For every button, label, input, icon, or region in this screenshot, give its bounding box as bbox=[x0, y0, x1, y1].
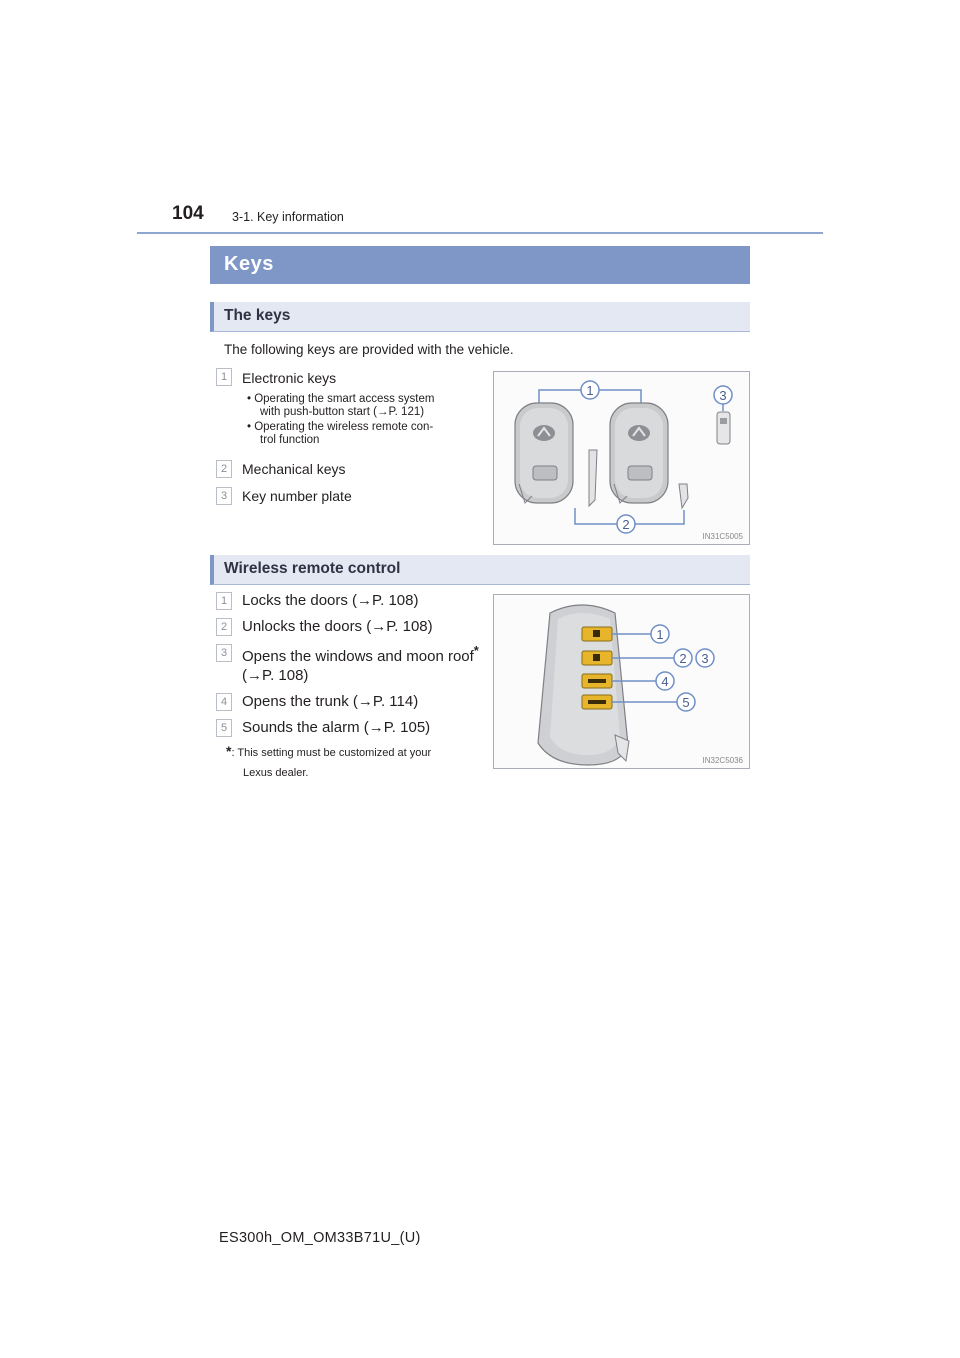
electronic-key-2-icon bbox=[609, 402, 689, 510]
intro-text: The following keys are provided with the… bbox=[224, 342, 514, 357]
list-item-label: Locks the doors (→P. 108) bbox=[242, 592, 419, 609]
page-title-bar: Keys bbox=[210, 246, 750, 284]
section-title: 3-1. Key information bbox=[232, 210, 344, 224]
callout-1: 1 bbox=[586, 383, 593, 398]
figure-code: IN31C5005 bbox=[702, 532, 743, 541]
bullet-line: with push-button start (→P. 121) bbox=[260, 406, 425, 418]
bullet-line: • Operating the smart access system bbox=[247, 393, 435, 405]
remote-key-fob-icon bbox=[537, 604, 630, 766]
keys-drawing: 1 3 2 bbox=[514, 380, 733, 534]
footnote: *: This setting must be customized at yo… bbox=[226, 742, 431, 762]
list-item-label: Mechanical keys bbox=[242, 461, 346, 477]
page-number: 104 bbox=[172, 203, 204, 224]
item-number: 1 bbox=[216, 592, 232, 610]
electronic-key-1-icon bbox=[514, 402, 598, 508]
callout-4: 4 bbox=[661, 674, 668, 689]
item-number: 2 bbox=[216, 460, 232, 478]
page-title: Keys bbox=[224, 253, 274, 275]
list-item-label: Key number plate bbox=[242, 488, 352, 504]
item-number: 5 bbox=[216, 719, 232, 737]
list-item-label: Opens the trunk (→P. 114) bbox=[242, 693, 419, 710]
list-item-label-cont: (→P. 108) bbox=[242, 667, 309, 684]
section-heading-text: The keys bbox=[224, 307, 291, 324]
list-item-label: Unlocks the doors (→P. 108) bbox=[242, 618, 433, 635]
footnote-line-2: Lexus dealer. bbox=[243, 767, 309, 779]
callout-1: 1 bbox=[656, 627, 663, 642]
section-heading-keys: The keys bbox=[210, 302, 750, 332]
section-heading-text: Wireless remote control bbox=[224, 560, 401, 577]
footnote-star: * bbox=[226, 743, 232, 759]
key-number-plate-icon bbox=[716, 411, 731, 445]
footnote-line-1: : This setting must be customized at you… bbox=[231, 747, 432, 759]
list-item-label-with-star: Opens the windows and moon roof* bbox=[242, 644, 479, 665]
callout-2: 2 bbox=[679, 651, 686, 666]
item-number: 2 bbox=[216, 618, 232, 636]
callout-5: 5 bbox=[682, 695, 689, 710]
item-number: 3 bbox=[216, 644, 232, 662]
document-code-footer: ES300h_OM_OM33B71U_(U) bbox=[219, 1230, 421, 1246]
figure-code: IN32C5036 bbox=[702, 756, 743, 765]
list-item-label: Opens the windows and moon roof bbox=[242, 648, 474, 665]
list-item-label: Sounds the alarm (→P. 105) bbox=[242, 719, 431, 736]
callout-2: 2 bbox=[622, 517, 629, 532]
item-number: 1 bbox=[216, 368, 232, 386]
item-number: 3 bbox=[216, 487, 232, 505]
list-item-label: Electronic keys bbox=[242, 370, 337, 386]
remote-drawing: 1 2 3 4 5 bbox=[537, 604, 715, 766]
callout-3: 3 bbox=[719, 388, 726, 403]
keys-illustration: 1 3 2 bbox=[493, 371, 750, 545]
remote-illustration: 1 2 3 4 5 IN32C5036 bbox=[493, 594, 750, 769]
header-rule bbox=[137, 232, 823, 234]
item-number: 4 bbox=[216, 693, 232, 711]
bullet-line: • Operating the wireless remote con- bbox=[247, 421, 434, 433]
footnote-star: * bbox=[473, 644, 479, 658]
callout-3: 3 bbox=[701, 651, 708, 666]
section-heading-remote: Wireless remote control bbox=[210, 555, 750, 585]
bullet-line: trol function bbox=[260, 434, 320, 446]
